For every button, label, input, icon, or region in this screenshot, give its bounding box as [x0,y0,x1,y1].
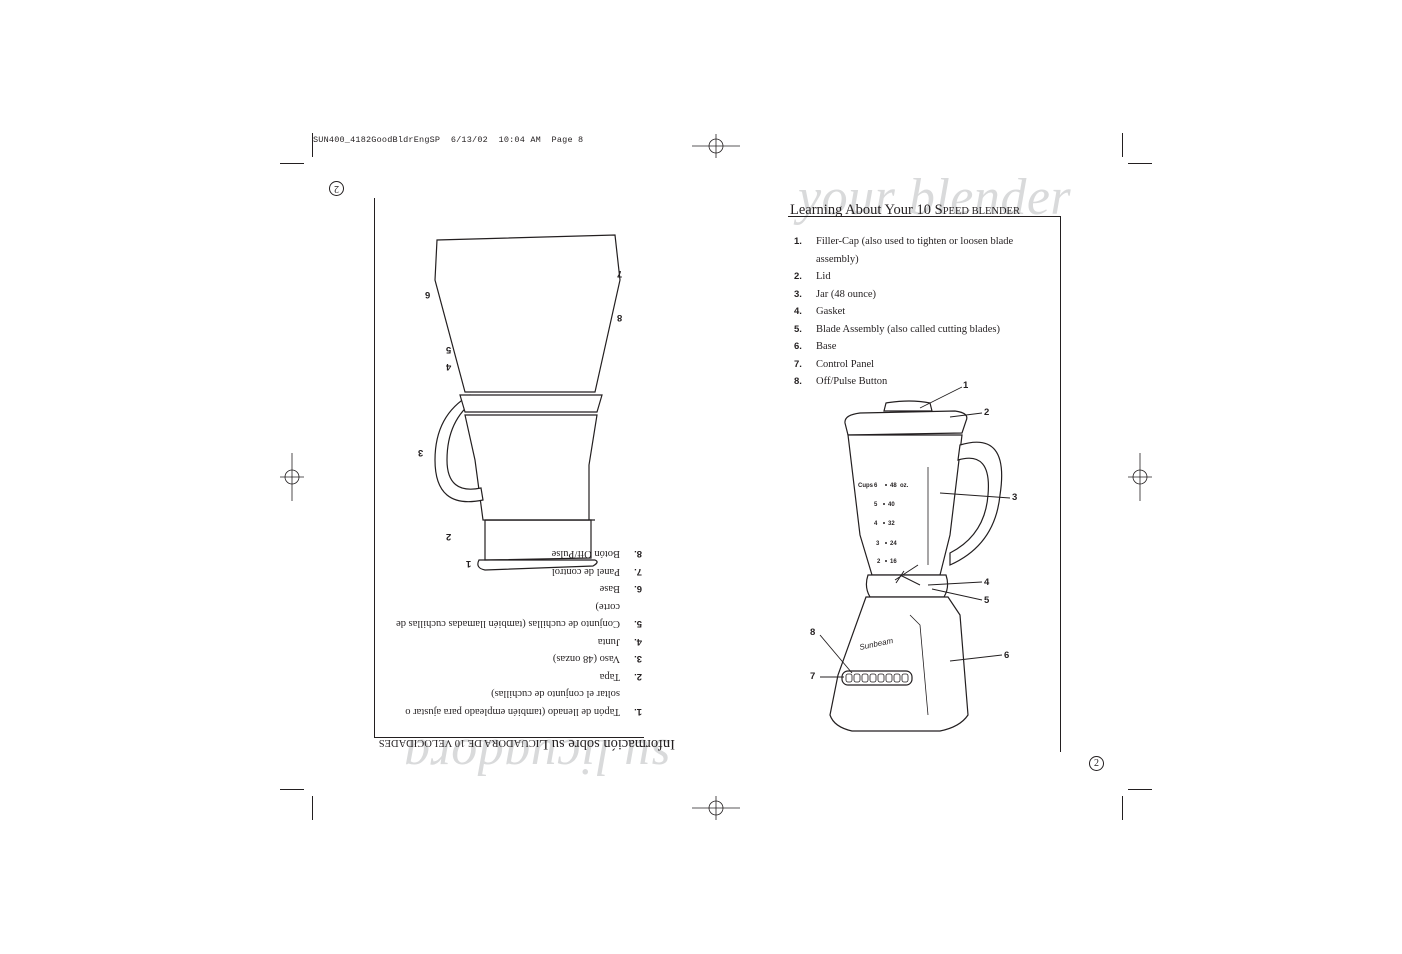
blender-diagram-left [434,234,621,571]
callout-8-left: 8 [617,312,623,323]
print-slug: SUN400_4182GoodBldrEngSP 6/13/02 10:04 A… [313,135,584,145]
left-page-title: Información sobre su LICUADORA DE 10 VEL… [378,736,675,752]
jar-marking-oz-label: oz. [900,483,909,489]
list-item: 2.Lid [794,271,831,282]
callout-4-left: 4 [446,361,452,372]
list-item: 6.Base [599,583,642,595]
blender-diagram-right: Cups 6 48 oz. 5 40 4 32 3 24 2 16 Sunbea… [819,386,1011,732]
jar-marking-cups: 4 [874,521,878,527]
left-page-rule-vertical [374,198,375,738]
jar-marking-cups-label: Cups [858,483,874,489]
callout-5: 5 [984,595,990,606]
right-page-rule-vertical [1060,216,1061,752]
jar-handle [949,441,1003,566]
list-item: 2.Tapa [599,671,642,682]
callout-6-left: 6 [425,289,431,300]
list-item: 5.Blade Assembly (also called cutting bl… [794,323,1000,335]
callout-3: 3 [1012,492,1018,503]
callout-6: 6 [1004,650,1010,661]
list-item: 4.Gasket [794,306,846,317]
callout-1: 1 [963,380,969,391]
callout-2-left: 2 [446,531,452,542]
jar-marking-oz: 32 [888,521,895,527]
jar-marking-oz: 48 [890,483,897,489]
list-item: 3.Jar (48 ounce) [794,288,877,300]
callout-3-left: 3 [418,447,424,458]
jar-marking-oz: 16 [890,559,897,565]
callout-1-left: 1 [466,558,472,569]
list-item: 3.Vaso (48 onzas) [552,653,642,665]
list-item: 6.Base [794,341,837,352]
jar-marking-oz: 24 [890,541,897,547]
page-number-right: 2 [1089,756,1104,771]
blender-jar [847,434,963,576]
jar-marking-cups: 3 [876,541,880,547]
right-page-rule-horizontal [788,216,1060,217]
list-item: 1.Tapón de llenado (también empleado par… [405,688,642,718]
control-panel [841,670,913,686]
list-item: 4.Junta [597,636,642,647]
jar-marking-cups: 2 [877,559,881,565]
callout-7: 7 [810,671,816,682]
blender-lid [844,410,968,436]
callout-4: 4 [984,577,990,588]
list-item: 5.Conjunto de cuchillas (también llamada… [396,601,642,630]
list-item: 8.Off/Pulse Button [794,376,888,387]
page-number-left: 2 [329,181,344,196]
list-item: 1.Filler-Cap (also used to tighten or lo… [794,236,1014,265]
right-parts-list: 1.Filler-Cap (also used to tighten or lo… [794,233,1034,391]
right-page-title: Learning About Your 10 SPEED BLENDER [790,202,1020,218]
callout-2: 2 [984,407,990,418]
list-item: 7.Control Panel [794,358,875,370]
callout-7-left: 7 [617,268,623,279]
jar-marking-oz: 40 [888,502,895,508]
jar-marking-cups: 6 [874,483,878,489]
jar-marking-cups: 5 [874,502,878,508]
callout-5-left: 5 [446,344,452,355]
left-page-rule-horizontal [374,737,644,738]
blender-base [829,596,969,732]
left-title-block: su licuadora Información sobre su LICUAD… [345,722,675,785]
callout-8: 8 [810,627,816,638]
